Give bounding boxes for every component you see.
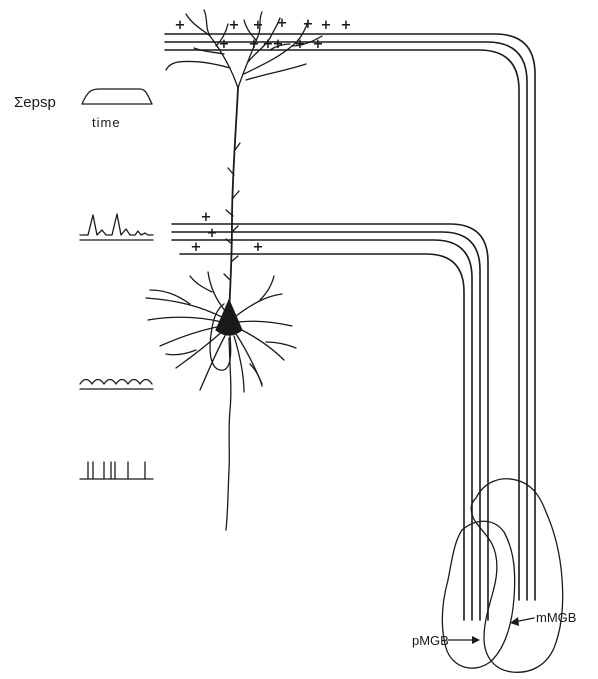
synapse-plus: +: [253, 18, 264, 33]
pmgb-arrowhead: [472, 636, 480, 644]
synapse-plus: +: [273, 37, 284, 52]
synapse-plus: +: [207, 226, 218, 241]
burst-response-trace: [80, 214, 153, 240]
apical-trunk: [224, 88, 240, 316]
synapse-plus: +: [313, 37, 324, 52]
synapse-plus: +: [191, 240, 202, 255]
synapse-plus: +: [253, 240, 264, 255]
synapse-plus: +: [303, 17, 314, 32]
synapse-plus: +: [175, 18, 186, 33]
synapse-plus: +: [249, 37, 260, 52]
synapse-plus: +: [277, 16, 288, 31]
synapse-plus: +: [321, 18, 332, 33]
pyramidal-soma: [216, 300, 242, 335]
mmgb-label: mMGB: [536, 610, 576, 625]
synapse-plus: +: [341, 18, 352, 33]
synapse-plus: +: [295, 37, 306, 52]
spike-train-trace: [80, 462, 153, 479]
synapse-plus: +: [201, 210, 212, 225]
lower-fiber-bundle: [172, 224, 488, 620]
synapse-plus: +: [229, 18, 240, 33]
synapse-plus: +: [219, 37, 230, 52]
mmgb-nucleus-outline: [471, 479, 563, 673]
sum-epsp-label: Σepsp: [14, 94, 56, 111]
time-axis-label: time: [92, 115, 121, 130]
subthreshold-ripple-trace: [80, 380, 153, 390]
pmgb-label: pMGB: [412, 633, 449, 648]
descending-axon: [226, 338, 231, 530]
pmgb-nucleus-outline: [442, 521, 514, 668]
epsp-summation-trace: [82, 89, 152, 104]
